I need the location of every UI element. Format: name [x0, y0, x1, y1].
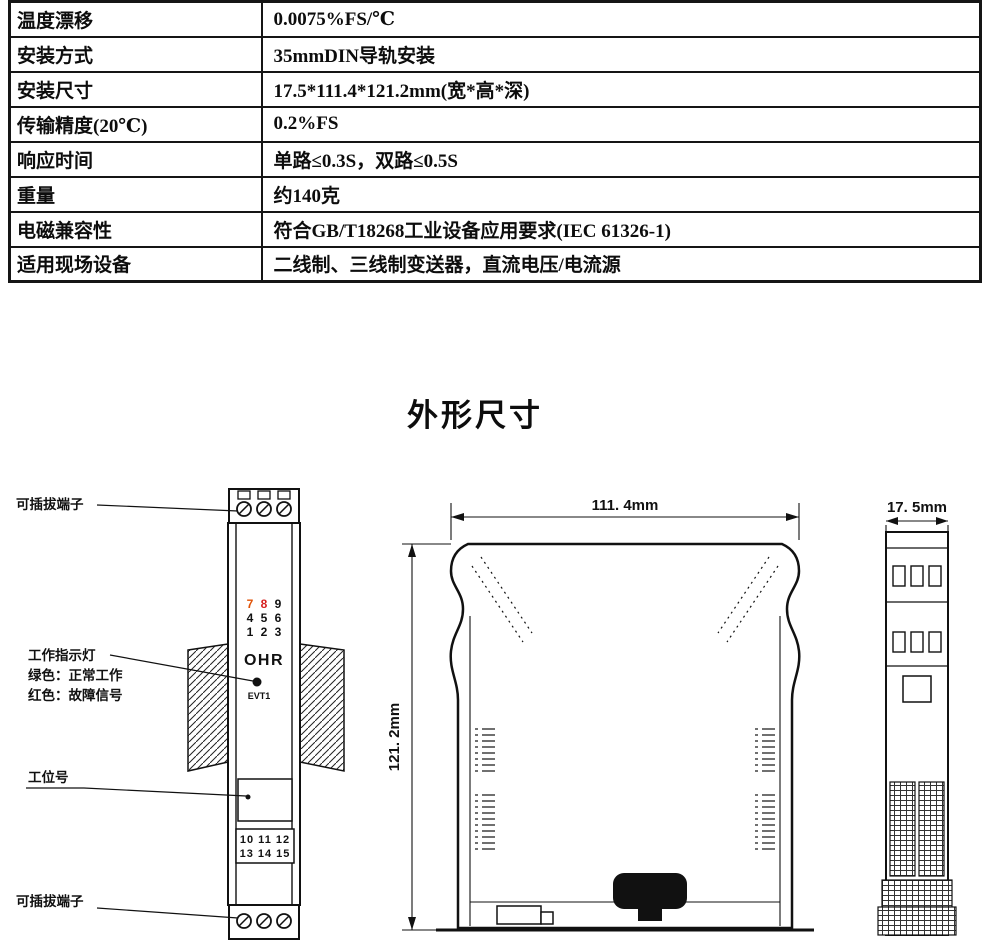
terminal-2: 2	[261, 625, 268, 639]
spec-label: 电磁兼容性	[8, 210, 263, 248]
terminal-7: 7	[247, 597, 254, 611]
vent-slots	[475, 728, 775, 854]
table-row: 安装方式 35mmDIN导轨安装	[8, 35, 982, 73]
terminal-8: 8	[261, 597, 268, 611]
terminal-row-13-15: 13 14 15	[240, 848, 291, 860]
table-row: 重量 约140克	[8, 175, 982, 213]
terminal-1: 1	[247, 625, 254, 639]
spec-label: 适用现场设备	[8, 245, 263, 283]
spec-label: 响应时间	[8, 140, 263, 178]
table-row: 适用现场设备 二线制、三线制变送器，直流电压/电流源	[8, 245, 982, 283]
bottom-connector	[496, 905, 554, 925]
front-view-text: 7 8 9 4 5 6 1 2 3 OHR EVT1 10 11 12 13 1…	[16, 496, 291, 909]
callout-top-terminal: 可插拔端子	[16, 496, 84, 512]
terminal-3: 3	[275, 625, 282, 639]
table-row: 温度漂移 0.0075%FS/℃	[8, 0, 982, 38]
terminal-9: 9	[275, 597, 282, 611]
spec-label: 重量	[8, 175, 263, 213]
terminal-4: 4	[247, 611, 254, 625]
height-dim-label: 121. 2mm	[386, 703, 403, 771]
led-label: EVT1	[248, 691, 271, 701]
din-clip	[613, 873, 687, 921]
callout-indicator-title: 工作指示灯	[28, 647, 96, 663]
spec-label: 传输精度(20℃)	[8, 105, 263, 143]
table-row: 传输精度(20℃) 0.2%FS	[8, 105, 982, 143]
callout-indicator-red: 红色：故障信号	[28, 687, 123, 703]
spec-value: 约140克	[260, 175, 982, 213]
spec-value: 0.2%FS	[260, 105, 982, 143]
front-view	[26, 488, 345, 940]
spec-label: 安装尺寸	[8, 70, 263, 108]
table-row: 电磁兼容性 符合GB/T18268工业设备应用要求(IEC 61326-1)	[8, 210, 982, 248]
side-view-outline	[449, 542, 801, 930]
station-label-window	[237, 778, 293, 822]
end-view-details	[877, 547, 957, 936]
brand-logo: OHR	[244, 652, 284, 669]
terminal-5: 5	[261, 611, 268, 625]
depth-dimension	[885, 517, 949, 534]
callout-indicator-green: 绿色：正常工作	[28, 667, 123, 683]
table-row: 安装尺寸 17.5*111.4*121.2mm(宽*高*深)	[8, 70, 982, 108]
callout-station-label: 工位号	[28, 769, 69, 785]
station-label-dot	[245, 794, 251, 800]
top-terminal-numbers: 7 8 9 4 5 6 1 2 3	[247, 597, 282, 639]
outline-drawing: 7 8 9 4 5 6 1 2 3 OHR EVT1 10 11 12 13 1…	[16, 488, 957, 940]
width-dim-label: 111. 4mm	[592, 497, 659, 514]
spec-value: 17.5*111.4*121.2mm(宽*高*深)	[260, 70, 982, 108]
section-title: 外形尺寸	[407, 398, 543, 433]
height-dimension	[402, 543, 451, 931]
callout-leader-lines	[26, 504, 254, 919]
end-view	[877, 517, 957, 936]
spec-label: 安装方式	[8, 35, 263, 73]
terminal-6: 6	[275, 611, 282, 625]
spec-value: 0.0075%FS/℃	[260, 0, 982, 38]
status-led	[252, 677, 262, 687]
side-view	[402, 503, 814, 932]
top-terminal-block	[228, 488, 300, 524]
depth-dim-label: 17. 5mm	[887, 499, 947, 516]
dimension-text: 111. 4mm 121. 2mm 17. 5mm	[386, 497, 947, 771]
callout-bottom-terminal: 可插拔端子	[16, 893, 84, 909]
spec-value: 二线制、三线制变送器，直流电压/电流源	[260, 245, 982, 283]
spec-label: 温度漂移	[8, 0, 263, 38]
terminal-row-10-12: 10 11 12	[240, 834, 290, 846]
spec-table: 温度漂移 0.0075%FS/℃ 安装方式 35mmDIN导轨安装 安装尺寸 1…	[8, 0, 982, 283]
bottom-terminal-block	[228, 904, 300, 940]
spec-value: 单路≤0.3S，双路≤0.5S	[260, 140, 982, 178]
width-dimension	[450, 503, 800, 540]
bottom-number-box	[235, 828, 295, 864]
table-row: 响应时间 单路≤0.3S，双路≤0.5S	[8, 140, 982, 178]
spec-value: 35mmDIN导轨安装	[260, 35, 982, 73]
spec-value: 符合GB/T18268工业设备应用要求(IEC 61326-1)	[260, 210, 982, 248]
bottom-terminal-numbers: 10 11 12 13 14 15	[240, 834, 291, 860]
